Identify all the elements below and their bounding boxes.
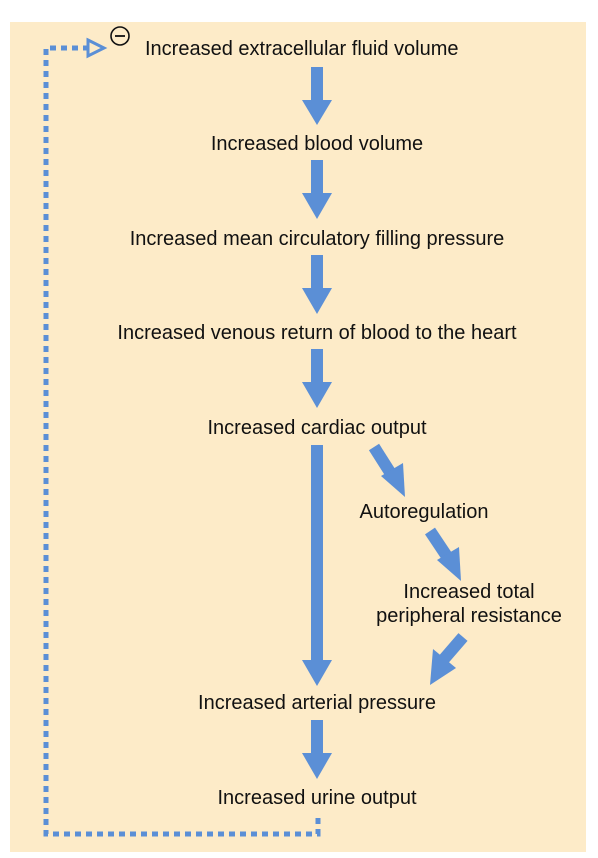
feedback-loop <box>43 37 321 837</box>
node-urine-output: Increased urine output <box>217 787 417 809</box>
arrow-filling-pressure-to-venous-return <box>302 255 332 314</box>
arrow-ecf-to-blood-volume <box>302 67 332 125</box>
node-mean-circulatory-filling-pressure: Increased mean circulatory filling press… <box>129 228 505 250</box>
node-extracellular-fluid-volume: Increased extracellular fluid volume <box>145 38 459 60</box>
node-blood-volume: Increased blood volume <box>210 133 424 155</box>
resistance-line-2: peripheral resistance <box>376 605 562 627</box>
arrow-cardiac-output-to-arterial-pressure <box>302 445 332 686</box>
node-venous-return: Increased venous return of blood to the … <box>117 322 517 344</box>
arrow-venous-return-to-cardiac-output <box>302 349 332 408</box>
negative-sign-icon <box>110 26 130 46</box>
arrow-blood-volume-to-filling-pressure <box>302 160 332 219</box>
node-arterial-pressure: Increased arterial pressure <box>198 692 436 714</box>
diagram-background <box>10 22 586 852</box>
node-total-peripheral-resistance: Increased total peripheral resistance <box>376 580 562 628</box>
node-autoregulation: Autoregulation <box>359 501 489 523</box>
resistance-line-1: Increased total <box>403 581 535 603</box>
arrow-arterial-pressure-to-urine-output <box>302 720 332 779</box>
node-cardiac-output: Increased cardiac output <box>207 417 427 439</box>
arrow-autoregulation-to-resistance <box>425 527 461 581</box>
arrow-cardiac-output-to-autoregulation <box>368 443 405 497</box>
arrow-resistance-to-arterial-pressure <box>430 633 468 685</box>
